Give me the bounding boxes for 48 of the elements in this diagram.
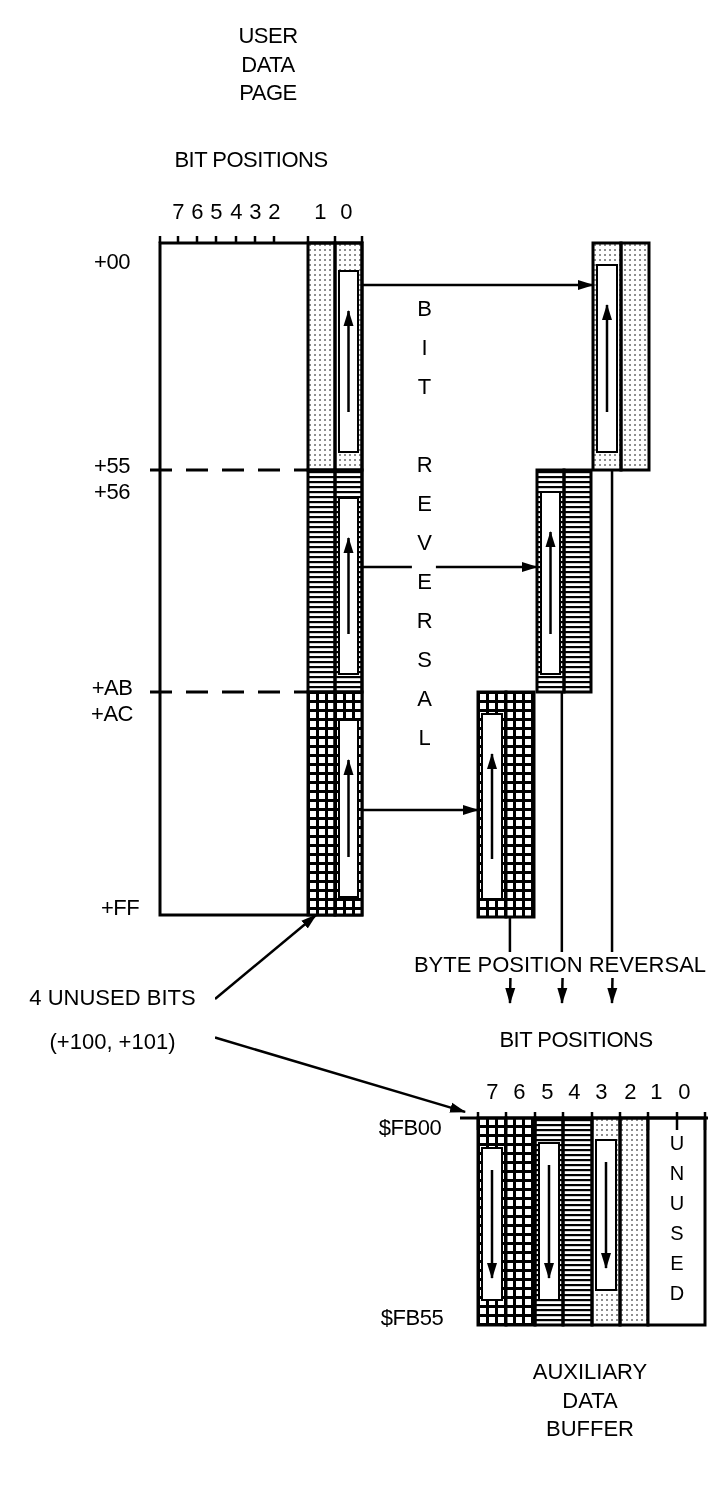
bit-number: 1 <box>314 199 326 225</box>
address-label: +FF <box>100 895 140 921</box>
arrow <box>557 977 568 1004</box>
address-label: +55 <box>94 453 130 479</box>
address-label: +00 <box>94 249 130 275</box>
callout-text: (+100, +101) <box>48 1029 177 1055</box>
bit-number: 7 <box>172 199 184 225</box>
bit-number: 6 <box>191 199 203 225</box>
bit-number: 0 <box>340 199 352 225</box>
memory-segment-drawing <box>308 692 362 915</box>
arrow <box>214 1036 467 1114</box>
address-label: +AB <box>91 675 133 701</box>
arrow <box>505 978 516 1004</box>
axis-heading: BIT POSITIONS <box>499 1027 653 1053</box>
bit-number: 4 <box>230 199 242 225</box>
bit-number: 3 <box>595 1079 607 1105</box>
bit-number: 0 <box>678 1079 690 1105</box>
reversed-segment-drawing <box>537 470 591 692</box>
reversed-segment-drawing <box>478 692 534 917</box>
callout-text: 4 UNUSED BITS <box>28 985 197 1011</box>
address-label: $FB55 <box>380 1305 444 1331</box>
bit-number: 3 <box>249 199 261 225</box>
axis-heading: BIT POSITIONS <box>174 147 328 173</box>
address-label: $FB00 <box>378 1115 442 1141</box>
arrow <box>362 804 479 815</box>
bit-number: 4 <box>568 1079 580 1105</box>
process-label: BYTE POSITION REVERSAL <box>412 952 708 978</box>
bit-number: 2 <box>268 199 280 225</box>
arrow <box>214 914 317 1000</box>
arrow <box>607 977 618 1004</box>
memory-segment-drawing <box>308 243 362 470</box>
arrow <box>362 280 594 290</box>
reversed-segment-drawing <box>593 243 649 470</box>
bit-number: 1 <box>650 1079 662 1105</box>
bit-number: 5 <box>541 1079 553 1105</box>
bit-number: 7 <box>486 1079 498 1105</box>
memory-segment-drawing <box>308 470 362 692</box>
bit-number: 6 <box>513 1079 525 1105</box>
connector-line <box>508 917 512 952</box>
address-label: +AC <box>91 701 133 727</box>
bit-number: 5 <box>210 199 222 225</box>
arrow <box>362 562 538 572</box>
bit-number: 2 <box>624 1079 636 1105</box>
diagram-heading: AUXILIARY DATA BUFFER <box>531 1358 649 1444</box>
connector-line <box>610 470 614 952</box>
connector-line <box>560 692 564 952</box>
address-label: +56 <box>94 479 130 505</box>
diagram-heading: USER DATA PAGE <box>237 22 299 108</box>
